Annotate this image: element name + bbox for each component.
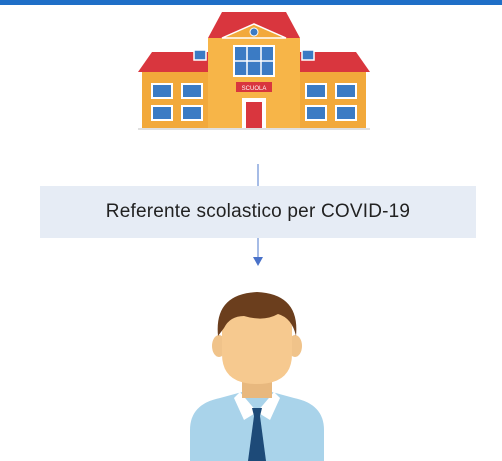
person-avatar-icon bbox=[190, 292, 324, 461]
school-building-icon: SCUOLA bbox=[138, 12, 370, 130]
role-label-box: Referente scolastico per COVID-19 bbox=[40, 186, 476, 238]
role-label-text: Referente scolastico per COVID-19 bbox=[105, 201, 411, 222]
school-sign-text: SCUOLA bbox=[242, 86, 267, 92]
top-accent-bar bbox=[0, 0, 502, 5]
arrow-down-icon bbox=[253, 257, 263, 266]
